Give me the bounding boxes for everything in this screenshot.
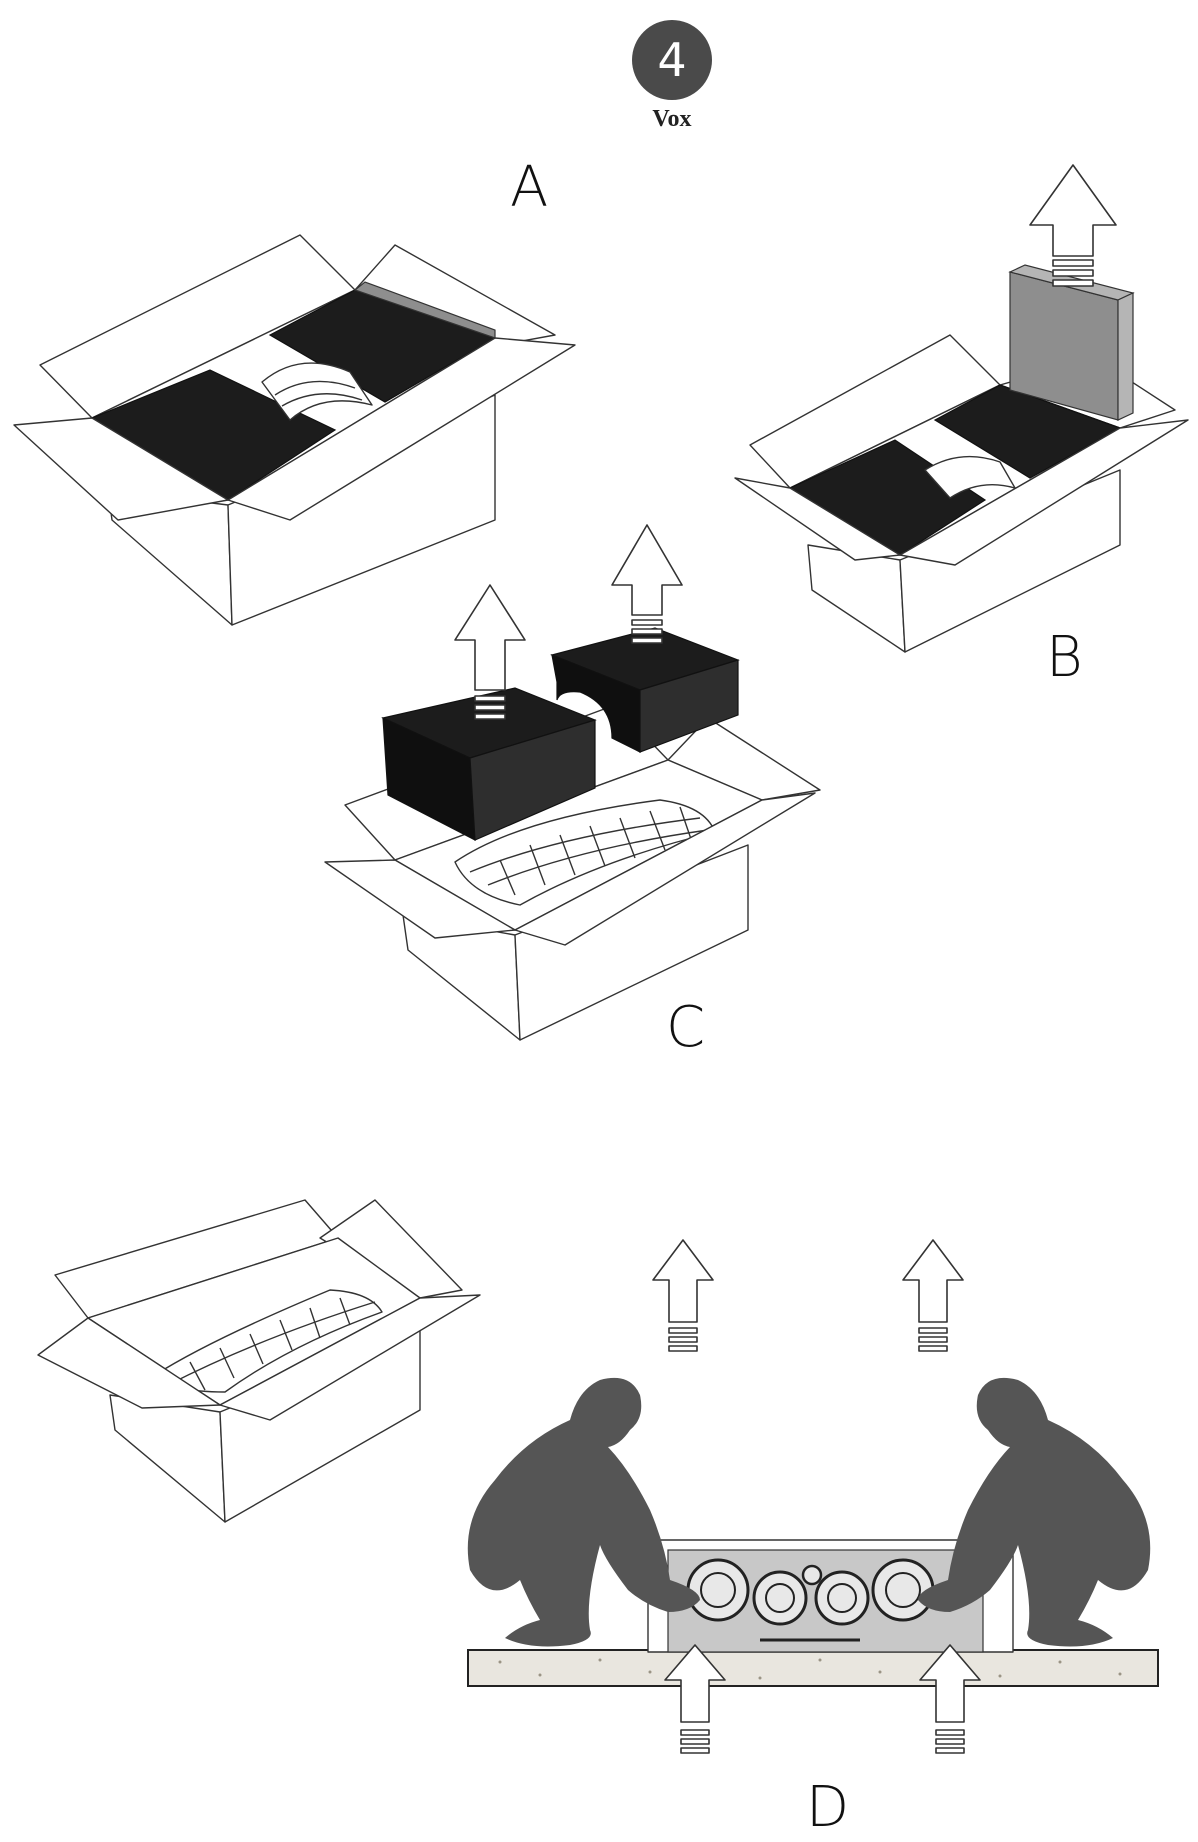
foam-bridge-front <box>551 654 641 753</box>
box-a-insert-edge <box>353 281 496 339</box>
panel-c-remove-foam <box>324 524 821 1041</box>
up-arrow-d-bottom-left-lines <box>680 1729 710 1754</box>
panel-label-b: B <box>1046 625 1083 690</box>
up-arrow-b <box>1029 164 1117 257</box>
up-arrow-d-top-right <box>902 1239 964 1323</box>
up-arrow-d-top-left-lines <box>668 1327 698 1352</box>
panel-d-box-with-speaker <box>37 1199 481 1523</box>
box-b-left-wall <box>807 544 906 653</box>
up-arrow-c-left-lines <box>474 695 506 720</box>
box-a-front-right-flap <box>227 337 576 521</box>
foam-bridge-side <box>639 659 739 753</box>
panel-label-a: A <box>510 155 549 220</box>
panel-a-open-box <box>13 234 576 626</box>
box-c-front-right-flap <box>514 792 816 946</box>
up-arrow-c-left <box>454 584 526 691</box>
up-arrow-c-right <box>611 524 683 616</box>
box-b-front-right-flap <box>899 419 1189 566</box>
panel-b-remove-insert <box>734 164 1189 653</box>
up-arrow-d-top-right-lines <box>918 1327 948 1352</box>
box-d-left-wall <box>109 1394 226 1523</box>
brand-name: Vox <box>652 106 692 132</box>
up-arrow-b-lines <box>1052 259 1094 287</box>
up-arrow-d-bottom-right <box>919 1644 981 1723</box>
up-arrow-d-top-left <box>652 1239 714 1323</box>
box-d-front-right-flap <box>219 1294 481 1421</box>
person-right <box>918 1377 1151 1647</box>
up-arrow-c-right-lines <box>631 619 663 644</box>
panel-label-d: D <box>806 1775 850 1840</box>
up-arrow-d-bottom-right-lines <box>935 1729 965 1754</box>
up-arrow-d-bottom-left <box>664 1644 726 1723</box>
box-b-insert-side <box>1117 292 1134 421</box>
step-number-badge: 4 <box>632 20 712 100</box>
panel-d-lifting-speaker <box>467 1239 1159 1754</box>
box-d-speaker <box>154 1289 383 1393</box>
foam-block-left-side <box>469 719 596 841</box>
speaker-drivers <box>686 1558 935 1626</box>
floor-board <box>467 1649 1159 1687</box>
box-a-speaker-top <box>261 362 373 421</box>
panel-label-c: C <box>666 995 706 1060</box>
person-left <box>467 1377 700 1647</box>
